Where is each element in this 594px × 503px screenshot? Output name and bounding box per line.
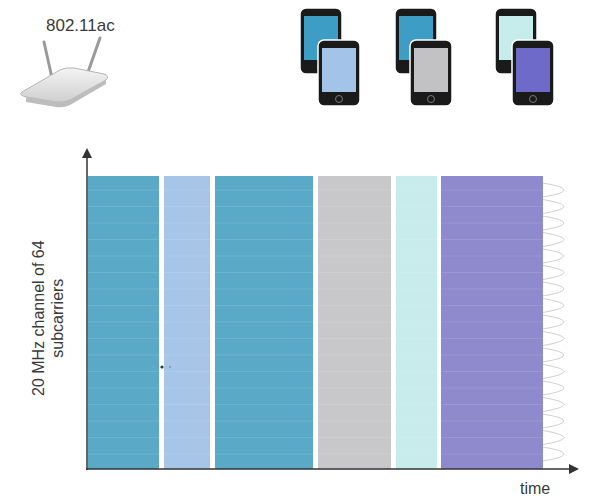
subcarrier-line [88, 239, 543, 240]
subcarrier-line [88, 388, 543, 389]
subcarrier-wave [543, 381, 564, 395]
subcarrier-waves [543, 183, 564, 461]
subcarrier-wave [543, 282, 564, 296]
phone-icon [318, 40, 360, 106]
subcarrier-line [88, 272, 543, 273]
transmission-bars [88, 176, 543, 469]
subcarrier-wave [543, 249, 564, 263]
phone-icon [512, 40, 554, 106]
subcarrier-line [88, 371, 543, 372]
subcarrier-line [88, 437, 543, 438]
subcarrier-wave [543, 266, 564, 280]
subcarrier-wave [543, 365, 564, 379]
router-icon [21, 38, 108, 107]
subcarrier-line [88, 421, 543, 422]
subcarrier-line [88, 256, 543, 257]
subcarrier-wave [543, 299, 564, 313]
subcarrier-wave [543, 216, 564, 230]
subcarrier-wave [543, 447, 564, 461]
subcarrier-line [88, 289, 543, 290]
subcarrier-wave [543, 414, 564, 428]
axis-label: time [520, 479, 580, 498]
subcarrier-line [88, 355, 543, 356]
subcarrier-line [88, 305, 543, 306]
subcarrier-lines [88, 190, 543, 454]
subcarrier-line [88, 206, 543, 207]
subcarrier-wave [543, 183, 564, 197]
subcarrier-wave [543, 431, 564, 445]
subcarrier-wave [543, 348, 564, 362]
x-axis [86, 468, 577, 470]
ellipsis-dots [153, 365, 171, 368]
subcarrier-wave [543, 315, 564, 329]
subcarrier-line [88, 223, 543, 224]
subcarrier-line [88, 190, 543, 191]
subcarrier-line [88, 454, 543, 455]
subcarrier-line [88, 404, 543, 405]
phone-group [300, 8, 554, 106]
subcarrier-line [88, 322, 543, 323]
subcarrier-wave [543, 332, 564, 346]
subcarrier-wave [543, 200, 564, 214]
subcarrier-wave [543, 233, 564, 247]
y-axis [86, 150, 88, 470]
device-label: 802.11ac [46, 16, 136, 36]
subcarrier-wave [543, 398, 564, 412]
axis-label: 20 MHz channel of 64 subcarriers [29, 238, 67, 398]
phone-icon [410, 40, 452, 106]
subcarrier-line [88, 338, 543, 339]
